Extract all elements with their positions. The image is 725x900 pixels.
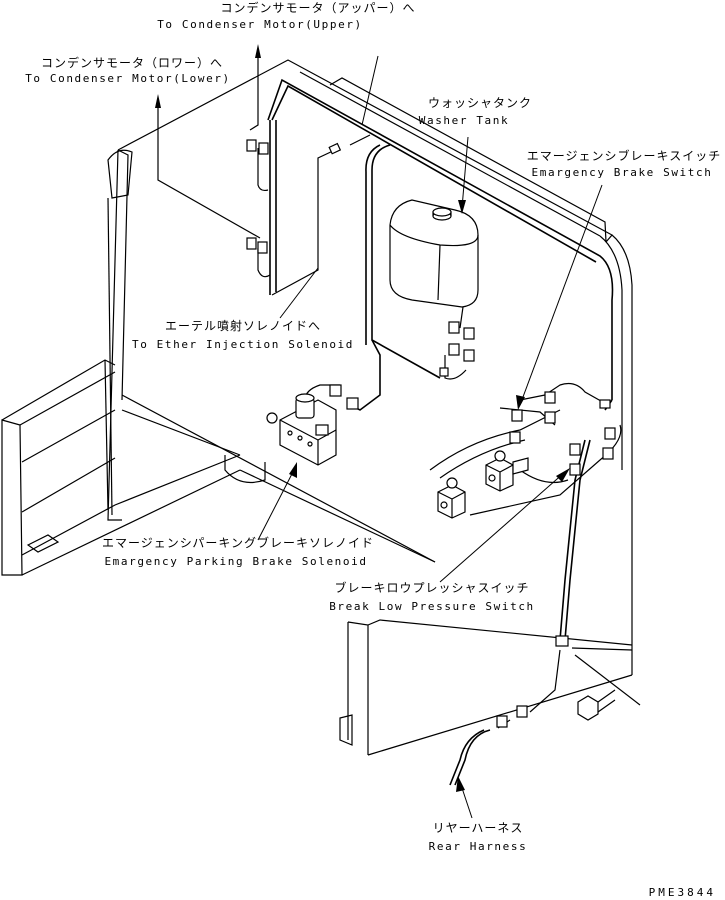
label-low-pressure-switch: ブレーキロウプレッシャスイッチ Break Low Pressure Switc… [329,580,535,613]
label-rear-harness: リヤーハーネス Rear Harness [429,821,528,853]
washer-tank-jp: ウォッシャタンク [428,96,532,110]
rear-harness-jp: リヤーハーネス [433,821,524,835]
condenser-upper-jp: コンデンサモータ（アッパー）へ [220,0,415,15]
condenser-upper-en: To Condenser Motor(Upper) [157,18,363,31]
ether-injection-jp: エーテル噴射ソレノイドへ [165,318,321,333]
clamp [555,635,569,647]
label-condenser-upper: コンデンサモータ（アッパー）へ To Condenser Motor(Upper… [157,0,415,31]
arrow-icon [516,395,525,410]
emergency-brake-switch-en: Emargency Brake Switch [532,166,713,179]
emergency-brake-switch-jp: エマージェンシブレーキスイッチ [527,148,721,163]
washer-tank [389,199,479,308]
arrow-icon [456,776,465,792]
bolt [577,689,616,721]
label-emergency-brake-switch: エマージェンシブレーキスイッチ Emargency Brake Switch [527,148,721,179]
arrow-icon [556,468,570,482]
low-pressure-switch-en: Break Low Pressure Switch [329,600,535,613]
label-ether-injection: エーテル噴射ソレノイドへ To Ether Injection Solenoid [132,318,354,351]
brake-valve-left [437,477,466,519]
connectors [246,139,616,728]
condenser-lower-en: To Condenser Motor(Lower) [25,72,231,85]
parking-brake-solenoid [266,393,337,466]
label-condenser-lower: コンデンサモータ（ロワー）へ To Condenser Motor(Lower) [25,55,231,85]
arrow-up-icon [155,94,161,108]
arrow-icon [289,462,297,478]
arrow-down-icon [458,200,466,214]
parking-brake-solenoid-en: Emargency Parking Brake Solenoid [104,555,367,568]
rear-harness-en: Rear Harness [429,840,528,853]
arrow-up-icon [255,44,261,58]
parking-brake-solenoid-jp: エマージェンシパーキングブレーキソレノイド [102,535,374,550]
washer-tank-en: Washer Tank [419,114,509,127]
drawing-code: PME3844 [649,886,716,899]
condenser-lower-jp: コンデンサモータ（ロワー）へ [41,55,223,70]
clip [599,399,611,409]
ether-injection-en: To Ether Injection Solenoid [132,338,354,351]
leaders [155,44,603,819]
cab-frame [1,59,633,756]
wire-harness [157,50,641,786]
brake-valve-right [485,450,529,492]
low-pressure-switch-jp: ブレーキロウプレッシャスイッチ [334,580,529,595]
label-parking-brake-solenoid: エマージェンシパーキングブレーキソレノイド Emargency Parking … [102,535,374,568]
label-washer-tank: ウォッシャタンク Washer Tank [419,96,532,127]
